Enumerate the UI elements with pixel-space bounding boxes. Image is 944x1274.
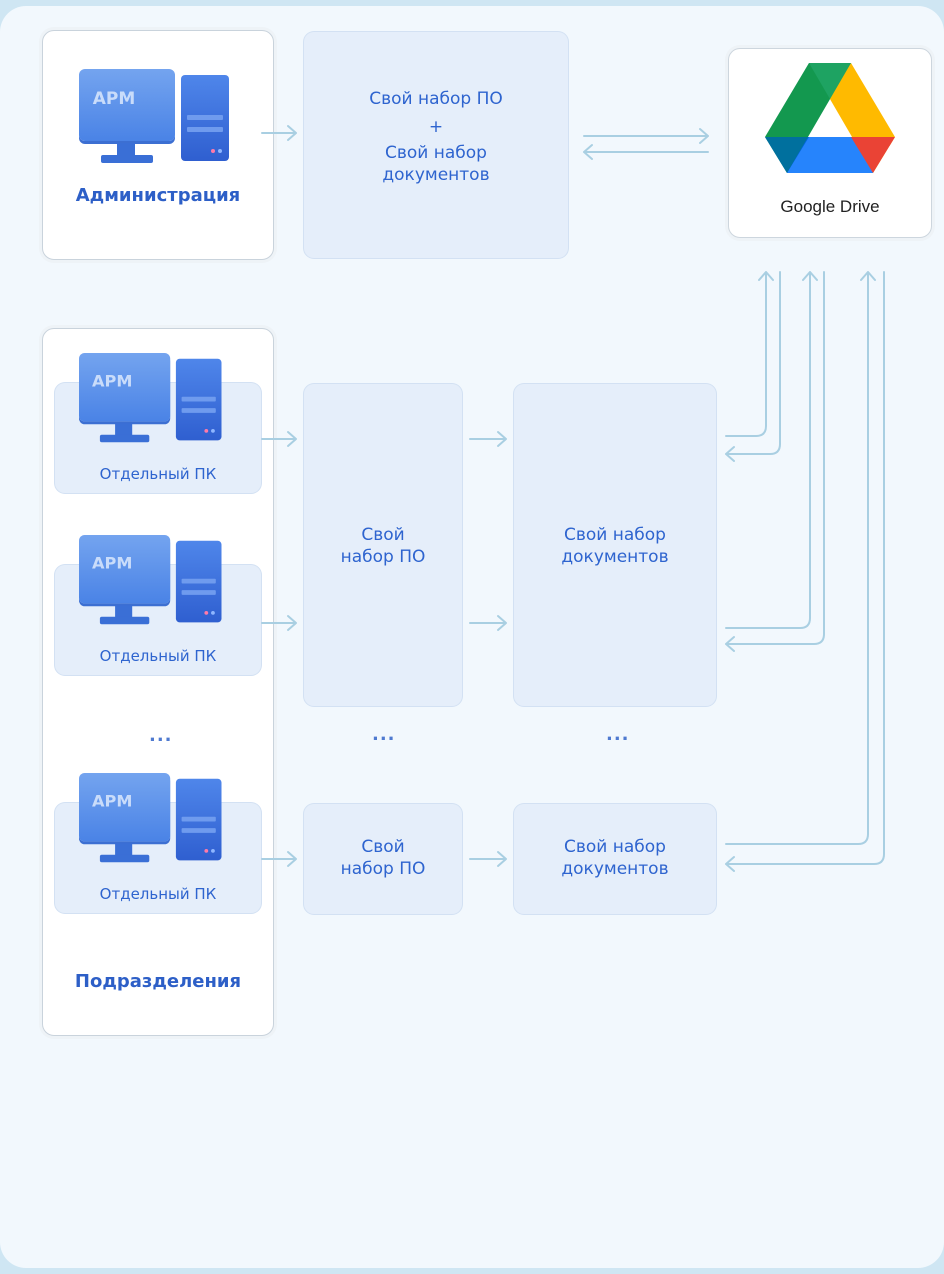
system-unit-icon — [175, 540, 222, 623]
separate-pc-label: Отдельный ПК — [99, 465, 217, 483]
arrow-right — [261, 125, 297, 141]
arrow-right — [261, 431, 297, 447]
system-unit-icon — [175, 778, 222, 861]
google-drive-card: Google Drive — [728, 48, 932, 238]
arrow-right — [261, 615, 297, 631]
ellipsis: ... — [372, 724, 396, 745]
ellipsis: ... — [606, 724, 630, 745]
arrow-up — [725, 271, 774, 437]
monitor-icon — [79, 773, 171, 842]
google-drive-label: Google Drive — [780, 197, 880, 216]
department-documents-box: Свой набор документов — [514, 804, 716, 914]
drive-red-segment — [851, 137, 895, 173]
software-label-2: набор ПО — [340, 547, 426, 567]
system-unit-icon — [175, 358, 222, 441]
google-drive-icon — [765, 63, 895, 173]
monitor-icon — [79, 353, 171, 422]
separate-pc-card: Отдельный ПК — [55, 803, 261, 913]
arrow-left — [725, 271, 825, 652]
arrow-left — [725, 271, 885, 872]
arrow-right — [583, 128, 709, 144]
admin-documents-label-2: документов — [382, 165, 490, 185]
administration-group: АРМ Администрация — [42, 30, 274, 260]
arrow-right — [469, 431, 507, 447]
software-label-2: набор ПО — [340, 859, 426, 879]
arm-workstation: АРМ — [79, 69, 239, 179]
monitor-icon — [79, 535, 171, 604]
plus-sign: + — [428, 117, 444, 137]
ellipsis: ... — [149, 725, 173, 746]
administration-title: Администрация — [75, 185, 241, 206]
arrow-right — [469, 851, 507, 867]
departments-title: Подразделения — [74, 971, 242, 992]
monitor-icon — [79, 69, 175, 141]
admin-software-label: Свой набор ПО — [369, 89, 503, 109]
admin-bundle-box: Свой набор ПО + Свой набор документов — [304, 32, 568, 258]
arrow-left — [583, 144, 709, 160]
software-label-1: Свой — [361, 837, 405, 857]
drive-blue-segment — [787, 137, 873, 173]
departments-group: Отдельный ПК АРМ Отдельный ПК АРМ ... От… — [42, 328, 274, 1036]
separate-pc-label: Отдельный ПК — [99, 647, 217, 665]
arrow-right — [469, 615, 507, 631]
system-unit-icon — [181, 75, 229, 161]
arrow-right — [261, 851, 297, 867]
arm-workstation: АРМ — [79, 773, 231, 878]
arm-workstation: АРМ — [79, 353, 231, 458]
documents-label-1: Свой набор — [564, 837, 666, 857]
arrow-up — [725, 271, 876, 845]
documents-label-1: Свой набор — [564, 525, 666, 545]
arm-workstation: АРМ — [79, 535, 231, 640]
documents-label-2: документов — [561, 547, 669, 567]
software-label-1: Свой — [361, 525, 405, 545]
arrow-left — [725, 271, 781, 462]
arm-label: АРМ — [92, 89, 136, 109]
arrow-up — [725, 271, 818, 629]
department-software-box: Свой набор ПО — [304, 804, 462, 914]
separate-pc-label: Отдельный ПК — [99, 885, 217, 903]
documents-label-2: документов — [561, 859, 669, 879]
department-software-box: Свой набор ПО — [304, 384, 462, 706]
department-documents-box: Свой набор документов — [514, 384, 716, 706]
admin-documents-label-1: Свой набор — [385, 143, 487, 163]
